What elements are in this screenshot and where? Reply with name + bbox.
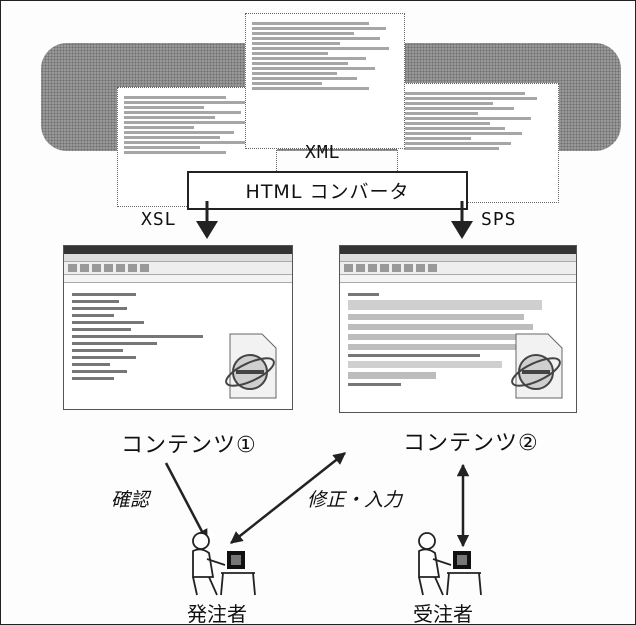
converter-to-content-1-arrow [196, 201, 218, 239]
converter-to-content-2-arrow [451, 201, 473, 239]
orderer-person-at-computer-icon [181, 529, 261, 599]
orderer-label: 発注者 [187, 598, 247, 625]
contractor-label: 受注者 [413, 598, 473, 625]
contractor-person-at-computer-icon [407, 529, 487, 599]
